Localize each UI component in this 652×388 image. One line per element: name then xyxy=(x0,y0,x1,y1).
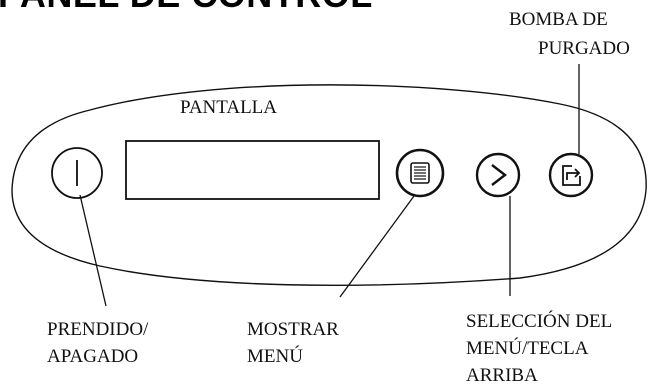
label-seleccion-line1: SELECCIÓN DEL xyxy=(466,311,613,332)
label-bomba-line2: PURGADO xyxy=(538,38,630,59)
page-title: PANEL DE CONTROL xyxy=(0,0,373,16)
label-seleccion-line2: MENÚ/TECLA xyxy=(466,338,589,359)
select-button[interactable] xyxy=(475,152,521,198)
label-mostrar-line1: MOSTRAR xyxy=(247,319,339,340)
purge-button[interactable] xyxy=(548,152,594,198)
label-prendido-line2: APAGADO xyxy=(47,346,139,367)
label-prendido-line1: PRENDIDO/ xyxy=(47,319,149,340)
label-pantalla: PANTALLA xyxy=(180,97,278,118)
menu-icon xyxy=(410,162,430,184)
menu-button[interactable] xyxy=(395,148,445,198)
power-button[interactable] xyxy=(51,147,103,199)
leader-line-power xyxy=(79,194,107,307)
purge-icon xyxy=(562,165,581,186)
label-mostrar-line2: MENÚ xyxy=(247,346,303,367)
label-bomba-line1: BOMBA DE xyxy=(509,9,608,30)
leader-line-menu xyxy=(339,195,415,298)
label-seleccion-line3: ARRIBA xyxy=(466,365,538,386)
chevron-right-icon xyxy=(491,164,507,186)
display-screen xyxy=(125,140,380,200)
